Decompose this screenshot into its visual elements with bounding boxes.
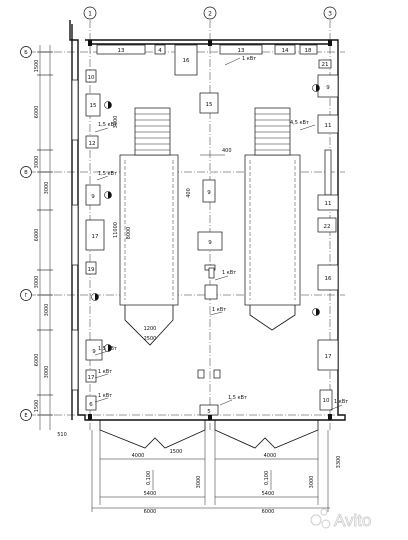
axis-top-1: 1 — [88, 11, 92, 18]
svg-text:Г: Г — [24, 293, 27, 299]
building-walls — [69, 20, 346, 421]
svg-text:1 кВт: 1 кВт — [242, 56, 256, 62]
svg-text:6000: 6000 — [34, 229, 40, 242]
svg-text:3000: 3000 — [44, 182, 50, 195]
svg-text:4: 4 — [158, 48, 162, 54]
center-markers: 400 400 — [186, 148, 232, 379]
svg-text:1 кВт: 1 кВт — [98, 369, 112, 375]
service-pit-left: 11000 8000 1200 2500 3000 — [113, 107, 179, 346]
svg-text:6000: 6000 — [34, 106, 40, 119]
equipment: 13 4 16 13 14 18 21 10 15 12 9 17 19 9 1… — [85, 44, 339, 416]
svg-text:3000: 3000 — [113, 116, 119, 129]
power-leaders: 1 кВт 4,5 кВт 1,5 кВт 1,5 кВт 1 кВт 1 кВ… — [94, 56, 348, 411]
svg-text:3000: 3000 — [34, 276, 40, 289]
svg-text:15: 15 — [90, 103, 97, 109]
left-wall-windows — [71, 79, 79, 391]
svg-text:1500: 1500 — [170, 449, 183, 455]
svg-text:6000: 6000 — [144, 509, 157, 515]
svg-text:10: 10 — [88, 75, 95, 81]
svg-text:18: 18 — [305, 48, 312, 54]
svg-text:11: 11 — [325, 201, 332, 207]
svg-text:1,5 кВт: 1,5 кВт — [98, 346, 117, 352]
svg-text:3000: 3000 — [44, 366, 50, 379]
svg-text:1 кВт: 1 кВт — [222, 270, 236, 276]
svg-text:1500: 1500 — [34, 60, 40, 73]
svg-text:Б: Б — [24, 50, 28, 56]
svg-text:14: 14 — [282, 48, 289, 54]
svg-text:13: 13 — [238, 48, 245, 54]
svg-text:0,100: 0,100 — [264, 471, 270, 485]
watermark-text: Avito — [334, 511, 372, 530]
svg-text:3000: 3000 — [44, 304, 50, 317]
svg-text:3000: 3000 — [34, 156, 40, 169]
svg-text:3300: 3300 — [336, 456, 342, 469]
svg-text:400: 400 — [222, 148, 232, 154]
svg-text:5: 5 — [207, 409, 211, 415]
gate-openings: 4000 1500 4000 5400 6000 5400 6000 510 3… — [57, 420, 342, 515]
svg-text:В: В — [24, 170, 28, 176]
svg-text:16: 16 — [183, 58, 190, 64]
svg-text:17: 17 — [325, 354, 332, 360]
svg-text:9: 9 — [207, 190, 211, 196]
svg-text:8000: 8000 — [126, 227, 132, 240]
svg-text:6000: 6000 — [34, 354, 40, 367]
svg-text:11000: 11000 — [113, 222, 119, 238]
svg-text:1,5 кВт: 1,5 кВт — [98, 122, 117, 128]
svg-text:4000: 4000 — [132, 453, 145, 459]
svg-text:6000: 6000 — [262, 509, 275, 515]
svg-text:15: 15 — [206, 102, 213, 108]
svg-text:22: 22 — [324, 224, 331, 230]
svg-text:17: 17 — [92, 234, 99, 240]
svg-text:1 кВт: 1 кВт — [98, 393, 112, 399]
svg-text:9: 9 — [326, 85, 330, 91]
svg-text:12: 12 — [89, 141, 96, 147]
svg-text:3000: 3000 — [309, 476, 315, 489]
svg-text:6: 6 — [89, 402, 93, 408]
svg-text:13: 13 — [118, 48, 125, 54]
svg-text:9: 9 — [91, 194, 95, 200]
svg-text:4,5 кВт: 4,5 кВт — [290, 120, 309, 126]
svg-text:9: 9 — [208, 240, 212, 246]
svg-text:0,100: 0,100 — [146, 471, 152, 485]
left-dimension-chain: 1500 6000 3000 6000 3000 6000 1500 3000 … — [34, 45, 53, 430]
svg-text:16: 16 — [325, 276, 332, 282]
svg-text:3000: 3000 — [196, 476, 202, 489]
svg-text:1,5 кВт: 1,5 кВт — [98, 171, 117, 177]
svg-text:10: 10 — [323, 398, 330, 404]
svg-text:1 кВт: 1 кВт — [334, 399, 348, 405]
axis-top-2: 2 — [208, 11, 212, 18]
svg-text:Е: Е — [24, 413, 27, 419]
svg-text:510: 510 — [57, 432, 67, 438]
svg-text:21: 21 — [322, 62, 329, 68]
svg-text:9: 9 — [92, 349, 96, 355]
svg-text:11: 11 — [325, 123, 332, 129]
svg-text:1,5 кВт: 1,5 кВт — [228, 395, 247, 401]
svg-text:400: 400 — [186, 188, 192, 198]
svg-text:2500: 2500 — [144, 336, 157, 342]
axis-top-3: 3 — [328, 11, 332, 18]
svg-text:5400: 5400 — [144, 491, 157, 497]
axis-bubbles-top: 1 2 3 — [83, 6, 337, 20]
avito-watermark: Avito — [306, 500, 398, 534]
service-pit-right — [244, 107, 301, 331]
axis-bubbles-left: Б В Г Е — [20, 46, 32, 421]
svg-text:5400: 5400 — [262, 491, 275, 497]
svg-text:17: 17 — [88, 375, 95, 381]
svg-text:1 кВт: 1 кВт — [212, 307, 226, 313]
power-sockets — [91, 84, 320, 352]
svg-text:1500: 1500 — [34, 400, 40, 413]
svg-text:4000: 4000 — [264, 453, 277, 459]
svg-text:1200: 1200 — [144, 326, 157, 332]
svg-text:19: 19 — [88, 267, 95, 273]
